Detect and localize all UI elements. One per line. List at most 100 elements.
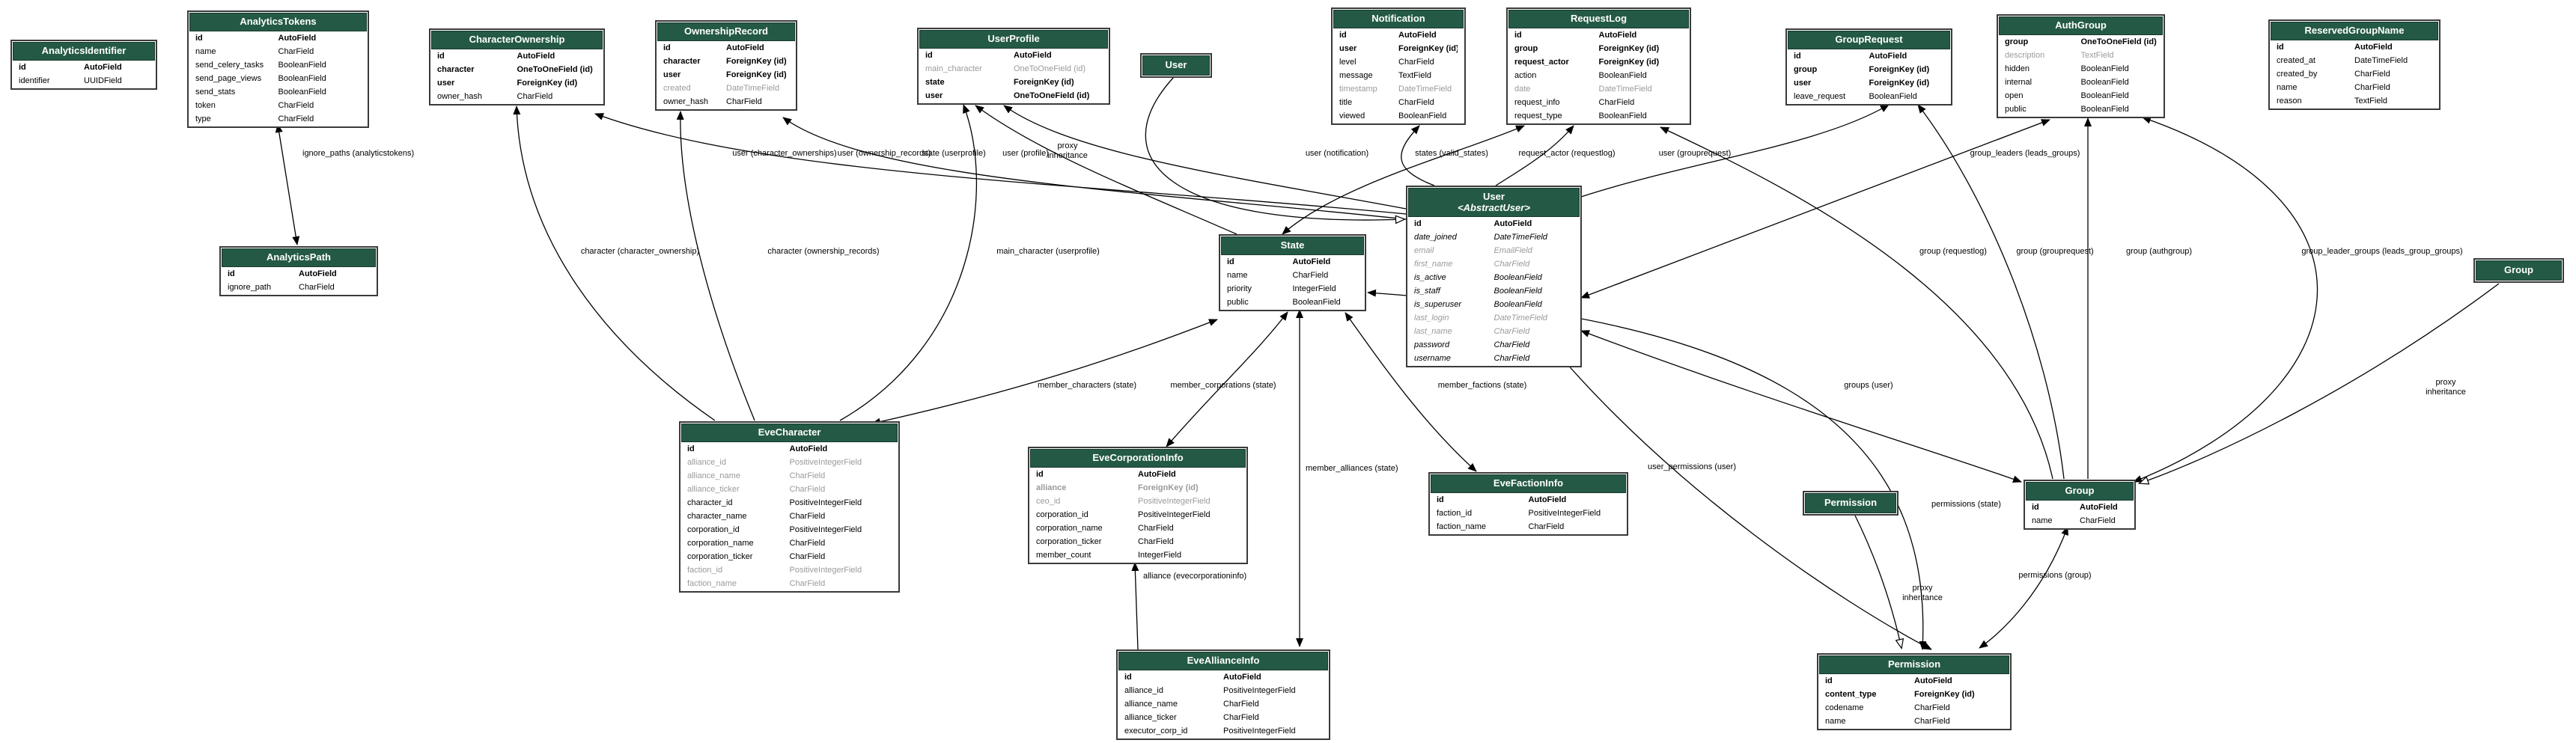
model-header: EveAllianceInfo [1118,652,1328,670]
field-type: AutoField [1292,257,1331,266]
field-type: CharField [1292,270,1329,280]
edge-label: proxy [2436,378,2456,387]
field-type: BooleanField [278,73,326,83]
field-type: BooleanField [1598,70,1647,80]
edge-label: request_actor (requestlog) [1518,149,1615,158]
field-type: CharField [789,538,826,548]
edge-label: group (authgroup) [2126,247,2192,256]
field-type: CharField [1398,97,1434,107]
field-type: AutoField [84,62,122,72]
field-name: title [1339,97,1353,107]
field-name: alliance_id [1124,685,1163,695]
model-name: RequestLog [1570,13,1627,24]
model-header: GroupRequest [1788,31,1950,49]
field-type: AutoField [726,43,764,52]
edge-user-group-m2m [1580,330,2022,483]
edge-group-grouprequest [1917,104,2065,480]
field-type: DateTimeField [1493,314,1547,323]
field-type: ForeignKey (id) [1914,689,1975,699]
field-name: id [663,43,671,52]
field-name: leave_request [1794,91,1846,101]
field-type: BooleanField [1493,300,1542,310]
field-type: AutoField [789,444,828,453]
field-name: open [2005,91,2024,100]
edge-label: character (ownership_records) [767,247,879,256]
model-name: CharacterOwnership [469,34,565,45]
field-name: corporation_ticker [687,551,753,561]
edge-label: ignore_paths (analyticstokens) [302,149,414,158]
model-user-proxy: User [1140,53,1212,78]
field-type: AutoField [2354,42,2393,52]
field-type: CharField [1493,260,1530,269]
model-name: State [1280,239,1305,251]
edge-label: member_alliances (state) [1306,464,1398,473]
model-name: User [1165,59,1187,70]
field-type: CharField [726,97,762,106]
edge-label: character (character_ownership) [581,247,699,256]
edge-evecharacter-characterownership [513,106,716,421]
field-name: id [687,444,695,453]
field-type: PositiveIntegerField [789,565,862,575]
model-header: EveCharacter [681,424,898,442]
edge-label: user (character_ownerships) [732,149,836,158]
field-name: id [437,51,445,61]
field-name: corporation_id [687,525,740,534]
field-name: description [2005,50,2045,60]
field-type: BooleanField [2080,64,2129,73]
field-name: group [1514,43,1538,53]
field-name: id [1124,672,1132,682]
field-type: BooleanField [278,60,326,70]
field-name: executor_corp_id [1124,726,1188,736]
model-name: AuthGroup [2055,19,2107,31]
edge-user-requestlog [1495,125,1574,186]
edge-user-authgroup-m2m [1580,119,2050,299]
field-type: BooleanField [2080,104,2129,114]
edge-label: main_character (userprofile) [996,247,1100,256]
edge-label: user (ownership_records) [838,149,931,158]
field-name: user [437,78,455,88]
field-type: ForeignKey (id) [1598,57,1660,67]
model-header: Group [2476,260,2562,281]
model-header: RequestLog [1508,10,1689,28]
field-type: CharField [789,511,826,521]
field-name: member_count [1036,550,1091,560]
model-name: User [1483,191,1505,202]
edge-label: inheritance [2426,388,2466,397]
field-type: CharField [789,484,826,494]
field-name: type [195,114,211,123]
field-type: PositiveIntegerField [789,498,862,507]
model-header: UserProfile [919,30,1108,49]
